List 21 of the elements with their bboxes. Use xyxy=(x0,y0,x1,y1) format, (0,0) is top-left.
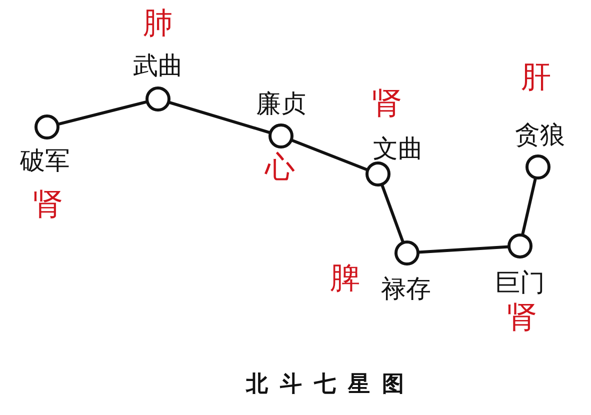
connector-line xyxy=(57,100,148,126)
star-name: 武曲 xyxy=(133,52,183,80)
caption: 北斗七星图 xyxy=(246,372,416,398)
star-name: 破军 xyxy=(20,147,70,175)
organ-label: 肝 xyxy=(521,61,551,95)
organ-label: 脾 xyxy=(330,262,360,296)
organ-label: 心 xyxy=(265,151,295,185)
connector-line xyxy=(168,100,271,134)
connector-line xyxy=(520,177,538,236)
connector-line xyxy=(380,184,405,244)
connector-line xyxy=(418,245,510,254)
organ-label: 肾 xyxy=(507,301,537,335)
connector-line xyxy=(290,138,368,172)
organ-label: 肾 xyxy=(33,188,63,222)
star-name: 贪狼 xyxy=(515,121,565,149)
star-name: 巨门 xyxy=(495,269,545,297)
star-name: 禄存 xyxy=(381,275,431,303)
organ-label: 肾 xyxy=(372,87,402,121)
star-name: 文曲 xyxy=(373,135,423,163)
organ-label: 肺 xyxy=(143,7,173,41)
star-name: 廉贞 xyxy=(256,90,306,118)
